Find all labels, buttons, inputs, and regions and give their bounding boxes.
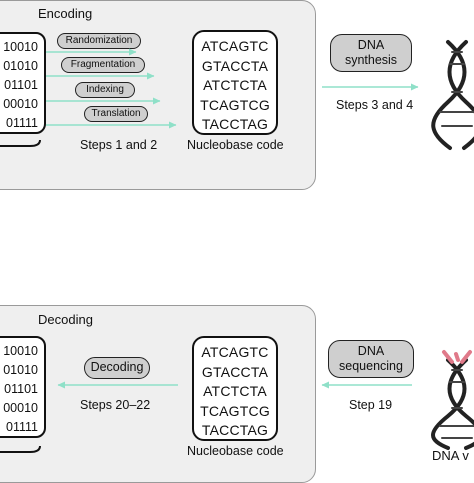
action-line: DNA xyxy=(357,344,385,358)
sequence-row: TCAGTCG xyxy=(200,402,270,419)
binary-row: 00010 xyxy=(3,401,38,415)
decoding-steps-label: Steps 20–22 xyxy=(80,398,151,412)
decoding-title: Decoding xyxy=(38,312,93,327)
decoding-action-steps: Step 19 xyxy=(349,398,393,412)
fragmentation-pill: Fragmentation xyxy=(61,57,145,73)
sequence-row: TACCTAG xyxy=(201,116,269,132)
dna-sequencing-box: DNA sequencing xyxy=(328,340,414,378)
decoding-binary-brace xyxy=(0,445,41,453)
binary-row: 10010 xyxy=(3,40,38,54)
sequence-row: ATCTCTA xyxy=(203,383,267,399)
dna-helix-storage-icon xyxy=(431,350,474,450)
sequence-row: ATCAGTC xyxy=(201,344,269,360)
action-line: sequencing xyxy=(339,359,403,373)
encoding-steps-label: Steps 1 and 2 xyxy=(80,138,158,152)
decoding-binary-data: 10010 01010 01101 00010 01111 xyxy=(0,336,46,438)
sequence-row: TACCTAG xyxy=(201,422,269,438)
decoding-nucleobase-code: ATCAGTC GTACCTA ATCTCTA TCAGTCG TACCTAG xyxy=(192,336,278,441)
sequence-row: GTACCTA xyxy=(201,57,269,74)
sequence-row: ATCAGTC xyxy=(201,38,269,54)
binary-row: 01010 xyxy=(3,59,38,73)
decoding-code-label: Nucleobase code xyxy=(187,444,284,458)
action-line: synthesis xyxy=(344,53,398,67)
randomization-pill: Randomization xyxy=(57,33,141,49)
decoding-operation-box: Decoding xyxy=(84,357,150,379)
binary-row: 00010 xyxy=(3,97,38,111)
sequence-row: ATCTCTA xyxy=(203,77,267,93)
sequence-row: TCAGTCG xyxy=(200,96,270,113)
dna-helix-icon xyxy=(431,40,474,150)
encoding-binary-data: 10010 01010 01101 00010 01111 xyxy=(0,32,46,134)
sequence-row: GTACCTA xyxy=(201,363,269,380)
indexing-pill: Indexing xyxy=(75,82,135,98)
binary-row: 10010 xyxy=(3,344,38,358)
action-line: DNA xyxy=(357,38,385,52)
binary-row: 01111 xyxy=(6,420,38,434)
encoding-binary-brace xyxy=(0,139,41,147)
binary-row: 01111 xyxy=(6,116,38,130)
dna-storage-caption: DNA v xyxy=(432,448,469,463)
encoding-nucleobase-code: ATCAGTC GTACCTA ATCTCTA TCAGTCG TACCTAG xyxy=(192,30,278,135)
translation-pill: Translation xyxy=(84,106,148,122)
binary-row: 01101 xyxy=(4,78,38,92)
dna-synthesis-box: DNA synthesis xyxy=(330,34,412,72)
binary-row: 01010 xyxy=(3,363,38,377)
binary-row: 01101 xyxy=(4,382,38,396)
encoding-code-label: Nucleobase code xyxy=(187,138,284,152)
encoding-title: Encoding xyxy=(38,6,93,21)
encoding-action-steps: Steps 3 and 4 xyxy=(336,98,414,112)
encoding-operation-arrows xyxy=(46,48,177,129)
